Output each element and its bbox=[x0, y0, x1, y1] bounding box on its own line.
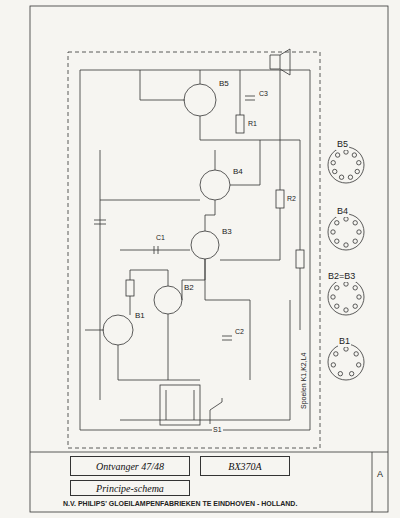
tube-label: B5 bbox=[218, 80, 230, 89]
socket-outline bbox=[328, 214, 364, 250]
component-label: R2 bbox=[286, 195, 297, 203]
socket-pin bbox=[331, 363, 335, 367]
wire bbox=[80, 70, 310, 430]
socket-pin bbox=[334, 352, 338, 356]
tube-symbol bbox=[103, 315, 133, 345]
socket-pin bbox=[357, 295, 361, 299]
resistor-symbol bbox=[296, 250, 304, 268]
component-label: C1 bbox=[155, 234, 166, 242]
socket-pin bbox=[355, 169, 359, 173]
socket-pin bbox=[356, 363, 360, 367]
socket-pin bbox=[335, 239, 339, 243]
manufacturer-name: N.V. PHILIPS' GLOEILAMPENFABRIEKEN TE EI… bbox=[62, 500, 298, 508]
socket-pin bbox=[344, 243, 348, 247]
socket-label: B5 bbox=[336, 140, 349, 150]
socket-pin bbox=[331, 230, 335, 234]
tube-label: B1 bbox=[134, 312, 146, 321]
socket-pin bbox=[335, 153, 339, 157]
socket-pin bbox=[353, 239, 357, 243]
tube-symbol bbox=[154, 286, 182, 314]
transformer-winding bbox=[166, 390, 194, 420]
socket-label: B4 bbox=[336, 207, 349, 217]
socket-pin bbox=[344, 282, 348, 286]
coil-note: Spoelen K1,K2,L4 bbox=[300, 352, 308, 410]
socket-label: B1 bbox=[338, 337, 351, 347]
component-label: R1 bbox=[247, 120, 258, 128]
socket-pin bbox=[331, 295, 335, 299]
socket-pin bbox=[354, 352, 358, 356]
title-block-cell: BX370A bbox=[200, 456, 290, 476]
socket-pin bbox=[357, 230, 361, 234]
switch-label: S1 bbox=[212, 426, 223, 434]
tube-symbol bbox=[200, 170, 230, 200]
socket-pin bbox=[335, 221, 339, 225]
sheet-frame bbox=[30, 6, 388, 512]
title-block-line bbox=[30, 452, 388, 453]
socket-pin bbox=[335, 304, 339, 308]
resistor-symbol bbox=[276, 190, 284, 208]
tube-label: B3 bbox=[221, 228, 233, 237]
title-block-cell: Ontvanger 47/48 bbox=[70, 456, 190, 476]
tube-label: B2 bbox=[183, 284, 195, 293]
title-block-cell: Principe-schema bbox=[70, 480, 190, 496]
chassis-outline bbox=[68, 52, 320, 448]
wire bbox=[100, 70, 290, 420]
component-label: C2 bbox=[234, 328, 245, 336]
socket-pin bbox=[349, 372, 353, 376]
socket-outline bbox=[328, 344, 364, 380]
socket-pin bbox=[357, 161, 361, 165]
socket-pin bbox=[333, 169, 337, 173]
socket-pin bbox=[335, 286, 339, 290]
revision-letter: A bbox=[376, 470, 384, 480]
socket-outline bbox=[328, 147, 364, 183]
socket-label: B2=B3 bbox=[327, 272, 356, 282]
socket-pin bbox=[353, 286, 357, 290]
component-label: C3 bbox=[258, 90, 269, 98]
socket-pin bbox=[339, 175, 343, 179]
title-block-line bbox=[372, 452, 373, 512]
socket-pin bbox=[353, 304, 357, 308]
capacitor-symbol bbox=[94, 96, 255, 340]
socket-pin bbox=[331, 161, 335, 165]
switch-symbol bbox=[210, 398, 222, 424]
title-text: BX370A bbox=[228, 461, 261, 472]
socket-pin bbox=[353, 221, 357, 225]
socket-outline bbox=[328, 279, 364, 315]
resistor-symbol bbox=[126, 280, 134, 296]
socket-pin bbox=[352, 153, 356, 157]
socket-pin bbox=[344, 308, 348, 312]
title-text: Ontvanger 47/48 bbox=[96, 461, 164, 472]
loudspeaker-symbol bbox=[270, 49, 290, 75]
socket-pin bbox=[344, 217, 348, 221]
tube-symbol bbox=[191, 231, 219, 259]
resistor-symbol bbox=[236, 115, 244, 133]
socket-pin bbox=[348, 175, 352, 179]
tube-label: B4 bbox=[232, 168, 244, 177]
socket-pin bbox=[344, 150, 348, 154]
title-text: Principe-schema bbox=[96, 483, 164, 494]
socket-pin bbox=[338, 372, 342, 376]
tube-symbol bbox=[184, 84, 216, 116]
transformer-core bbox=[160, 385, 200, 425]
socket-pin bbox=[344, 347, 348, 351]
